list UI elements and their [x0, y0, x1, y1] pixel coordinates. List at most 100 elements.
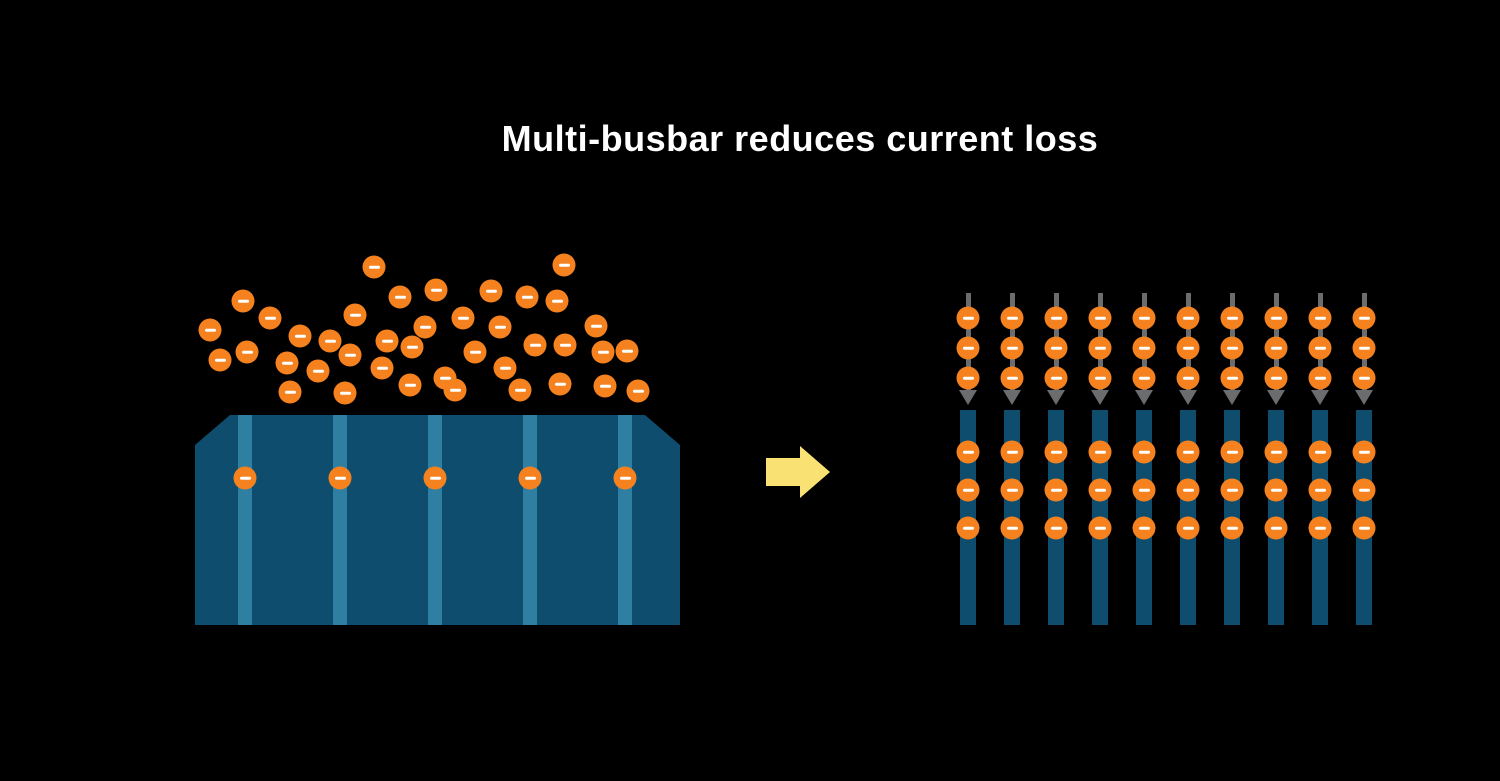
electron-icon: [1220, 336, 1244, 360]
electron-icon: [1264, 306, 1288, 330]
electron-icon: [275, 351, 299, 375]
electron-icon: [231, 289, 255, 313]
left-busbar: [428, 415, 442, 625]
electron-icon: [956, 366, 980, 390]
electron-icon: [1132, 478, 1156, 502]
electron-icon: [1000, 478, 1024, 502]
electron-icon: [1000, 516, 1024, 540]
current-arrowhead-icon: [1267, 390, 1285, 405]
electron-icon: [258, 306, 282, 330]
electron-icon: [1132, 306, 1156, 330]
electron-icon: [1000, 306, 1024, 330]
current-arrowhead-icon: [1223, 390, 1241, 405]
electron-icon: [1264, 336, 1288, 360]
electron-icon: [1000, 336, 1024, 360]
electron-icon: [1176, 516, 1200, 540]
electron-icon: [523, 333, 547, 357]
electron-icon: [362, 255, 386, 279]
electron-icon: [1264, 478, 1288, 502]
electron-icon: [443, 378, 467, 402]
electron-icon: [1352, 306, 1376, 330]
electron-icon: [338, 343, 362, 367]
electron-icon: [548, 372, 572, 396]
electron-icon: [198, 318, 222, 342]
electron-icon: [1308, 478, 1332, 502]
electron-icon: [1176, 306, 1200, 330]
transition-arrow-icon: [766, 446, 830, 498]
electron-icon: [956, 306, 980, 330]
diagram-title: Multi-busbar reduces current loss: [501, 118, 1099, 159]
left-busbar: [618, 415, 632, 625]
electron-icon: [1088, 306, 1112, 330]
electron-icon: [235, 340, 259, 364]
electron-icon: [1220, 440, 1244, 464]
transition-arrow-shaft: [766, 458, 800, 486]
electron-icon: [306, 359, 330, 383]
electron-icon: [545, 289, 569, 313]
electron-icon: [1044, 516, 1068, 540]
electron-icon: [518, 466, 542, 490]
transition-arrow-head: [800, 446, 830, 498]
electron-icon: [370, 356, 394, 380]
electron-icon: [1088, 478, 1112, 502]
electron-icon: [552, 253, 576, 277]
electron-icon: [626, 379, 650, 403]
electron-icon: [1132, 440, 1156, 464]
electron-icon: [1044, 306, 1068, 330]
current-arrowhead-icon: [1003, 390, 1021, 405]
electron-icon: [515, 285, 539, 309]
electron-icon: [1176, 440, 1200, 464]
electron-icon: [1308, 440, 1332, 464]
electron-icon: [1088, 336, 1112, 360]
current-arrowhead-icon: [1311, 390, 1329, 405]
current-arrowhead-icon: [1047, 390, 1065, 405]
current-arrowhead-icon: [1355, 390, 1373, 405]
electron-icon: [318, 329, 342, 353]
electron-icon: [1176, 366, 1200, 390]
electron-icon: [1000, 440, 1024, 464]
electron-icon: [493, 356, 517, 380]
electron-icon: [1352, 366, 1376, 390]
electron-icon: [956, 336, 980, 360]
electron-icon: [1044, 366, 1068, 390]
electron-icon: [615, 339, 639, 363]
electron-icon: [593, 374, 617, 398]
electron-icon: [233, 466, 257, 490]
electron-icon: [1352, 516, 1376, 540]
electron-icon: [613, 466, 637, 490]
electron-icon: [208, 348, 232, 372]
electron-icon: [488, 315, 512, 339]
electron-icon: [398, 373, 422, 397]
electron-icon: [1220, 516, 1244, 540]
electron-icon: [1220, 306, 1244, 330]
electron-icon: [1088, 440, 1112, 464]
electron-icon: [328, 466, 352, 490]
electron-icon: [1132, 336, 1156, 360]
electron-icon: [591, 340, 615, 364]
electron-icon: [333, 381, 357, 405]
electron-icon: [388, 285, 412, 309]
electron-icon: [1308, 516, 1332, 540]
electron-icon: [288, 324, 312, 348]
electron-icon: [1176, 478, 1200, 502]
electron-icon: [956, 440, 980, 464]
electron-icon: [1220, 366, 1244, 390]
electron-icon: [508, 378, 532, 402]
electron-icon: [956, 516, 980, 540]
electron-icon: [451, 306, 475, 330]
current-arrowhead-icon: [1091, 390, 1109, 405]
electron-icon: [278, 380, 302, 404]
electron-icon: [584, 314, 608, 338]
electron-icon: [1308, 336, 1332, 360]
electron-icon: [343, 303, 367, 327]
left-busbar: [523, 415, 537, 625]
electron-icon: [1264, 366, 1288, 390]
electron-icon: [463, 340, 487, 364]
electron-icon: [1176, 336, 1200, 360]
electron-icon: [413, 315, 437, 339]
electron-icon: [1044, 478, 1068, 502]
electron-icon: [423, 466, 447, 490]
electron-icon: [1264, 440, 1288, 464]
electron-icon: [375, 329, 399, 353]
